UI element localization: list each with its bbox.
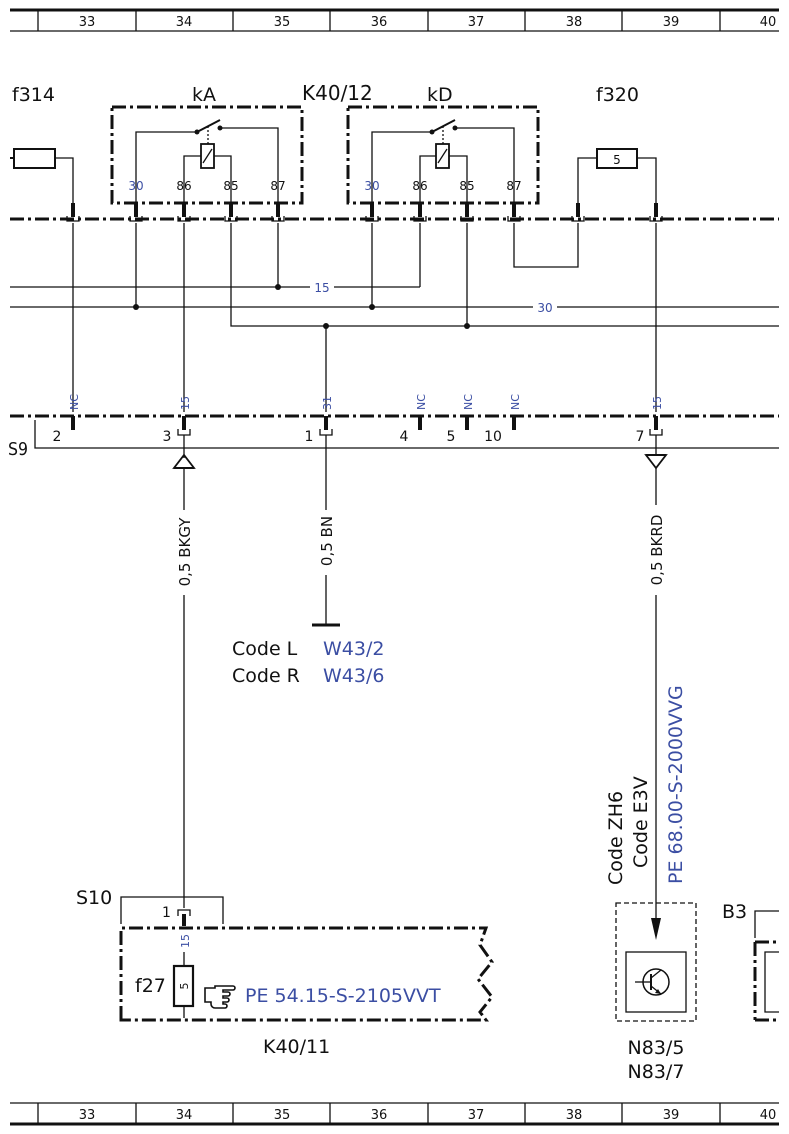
code-l: Code L [232, 638, 298, 660]
s9-pin-markers [71, 416, 658, 430]
s10-pin-number: 1 [162, 905, 171, 921]
s9-pin-labels: NC 15 31 NC NC NC 15 [68, 394, 664, 410]
relay-pin-label: 85 [223, 179, 238, 193]
k40-11-module [119, 926, 494, 1022]
relay-kd-label: kD [427, 84, 453, 106]
bottom-column-ruler: 33 34 35 36 37 38 39 40 [10, 1102, 779, 1126]
k40-12-label: K40/12 [302, 81, 373, 105]
arrow-head [651, 918, 661, 940]
upper-connector-sockets [66, 216, 663, 222]
f320-fuse: 5 [577, 148, 657, 211]
s9-connector-body [34, 420, 779, 449]
s9-pin-numbers: 2 3 1 4 5 10 7 [53, 429, 645, 445]
column-number: 35 [274, 1108, 291, 1123]
f314-label: f314 [12, 84, 55, 106]
s10-label: S10 [76, 887, 112, 909]
relay-ka: 30 86 85 87 [110, 105, 304, 205]
s9-pin-label: NC [415, 394, 428, 410]
column-number: 36 [371, 15, 388, 30]
code-e3v: Code E3V [630, 776, 652, 868]
column-number: 40 [760, 15, 777, 30]
f314-fuse [10, 148, 74, 211]
s9-pin-number: 10 [484, 429, 502, 445]
column-number: 38 [566, 15, 583, 30]
wire-bkrd-label: 0,5 BKRD [648, 515, 666, 586]
relay-pin-label: 87 [506, 179, 521, 193]
column-number: 38 [566, 1108, 583, 1123]
wire-bn-label: 0,5 BN [318, 516, 336, 566]
relay-kd: 30 86 85 87 [346, 105, 540, 205]
s10-connector [120, 896, 224, 924]
wire-bkgy: 0,5 BKGY [172, 435, 196, 908]
s9-pin-number: 7 [636, 429, 645, 445]
b3-connector [754, 910, 779, 938]
column-number: 33 [79, 15, 96, 30]
column-number: 37 [468, 15, 485, 30]
f27-label: f27 [135, 975, 166, 997]
s9-pin-label: 15 [179, 396, 192, 410]
s9-pin-label: 31 [321, 396, 334, 410]
column-number: 34 [176, 15, 193, 30]
k40-11-label: K40/11 [263, 1036, 330, 1058]
code-zh6: Code ZH6 [605, 791, 627, 885]
sensor-ref-link[interactable]: PE 68.00-S-2000VVG [665, 685, 687, 884]
junction-dots [133, 284, 470, 329]
relay-pin-label: 86 [176, 179, 191, 193]
wire-bkrd: 0,5 BKRD [644, 435, 668, 940]
n83-sensor [615, 902, 697, 1022]
f320-label: f320 [596, 84, 639, 106]
code-l-ref[interactable]: W43/2 [323, 638, 384, 660]
s9-pin-number: 5 [447, 429, 456, 445]
column-number: 37 [468, 1108, 485, 1123]
wire-bkgy-label: 0,5 BKGY [176, 517, 194, 587]
k40-11-ref-link[interactable]: PE 54.15-S-2105VVT [245, 985, 441, 1007]
column-number: 39 [663, 1108, 680, 1123]
bus-30-label: 30 [537, 301, 552, 315]
top-column-ruler: 33 34 35 36 37 38 39 40 [10, 8, 779, 32]
s9-label: S9 [8, 439, 28, 460]
s9-pin-number: 1 [305, 429, 314, 445]
b3-label: B3 [722, 901, 747, 923]
s9-pin-label: NC [509, 394, 522, 410]
pointing-hand-icon [204, 985, 236, 1009]
code-r: Code R [232, 665, 300, 687]
relay-pin-label: 30 [364, 179, 379, 193]
s9-pin-label: NC [68, 394, 81, 410]
s9-pin-number: 3 [163, 429, 172, 445]
column-number: 33 [79, 1108, 96, 1123]
s9-pin-number: 4 [400, 429, 409, 445]
relay-ka-label: kA [192, 84, 216, 106]
relay-pin-label: 85 [459, 179, 474, 193]
code-r-ref[interactable]: W43/6 [323, 665, 384, 687]
column-number: 34 [176, 1108, 193, 1123]
s9-pin-label: 15 [651, 396, 664, 410]
relay-pin-label: 87 [270, 179, 285, 193]
b3-inner [764, 951, 779, 1013]
upper-connector-pins [71, 203, 658, 217]
bus-wiring [10, 223, 779, 412]
n83-5-label: N83/5 [628, 1037, 685, 1059]
s9-pin-number: 2 [53, 429, 62, 445]
relay-pin-label: 30 [128, 179, 143, 193]
s9-pin-label: NC [462, 394, 475, 410]
column-number: 40 [760, 1108, 777, 1123]
column-number: 36 [371, 1108, 388, 1123]
k40-11-pin-label: 15 [179, 934, 192, 948]
column-number: 35 [274, 15, 291, 30]
f27-fuse-value: 5 [178, 983, 191, 990]
wire-bn: 0,5 BN [312, 435, 340, 627]
bus-15-label: 15 [314, 281, 329, 295]
f320-fuse-value: 5 [613, 153, 621, 167]
column-number: 39 [663, 15, 680, 30]
n83-7-label: N83/7 [628, 1061, 685, 1083]
relay-pin-label: 86 [412, 179, 427, 193]
